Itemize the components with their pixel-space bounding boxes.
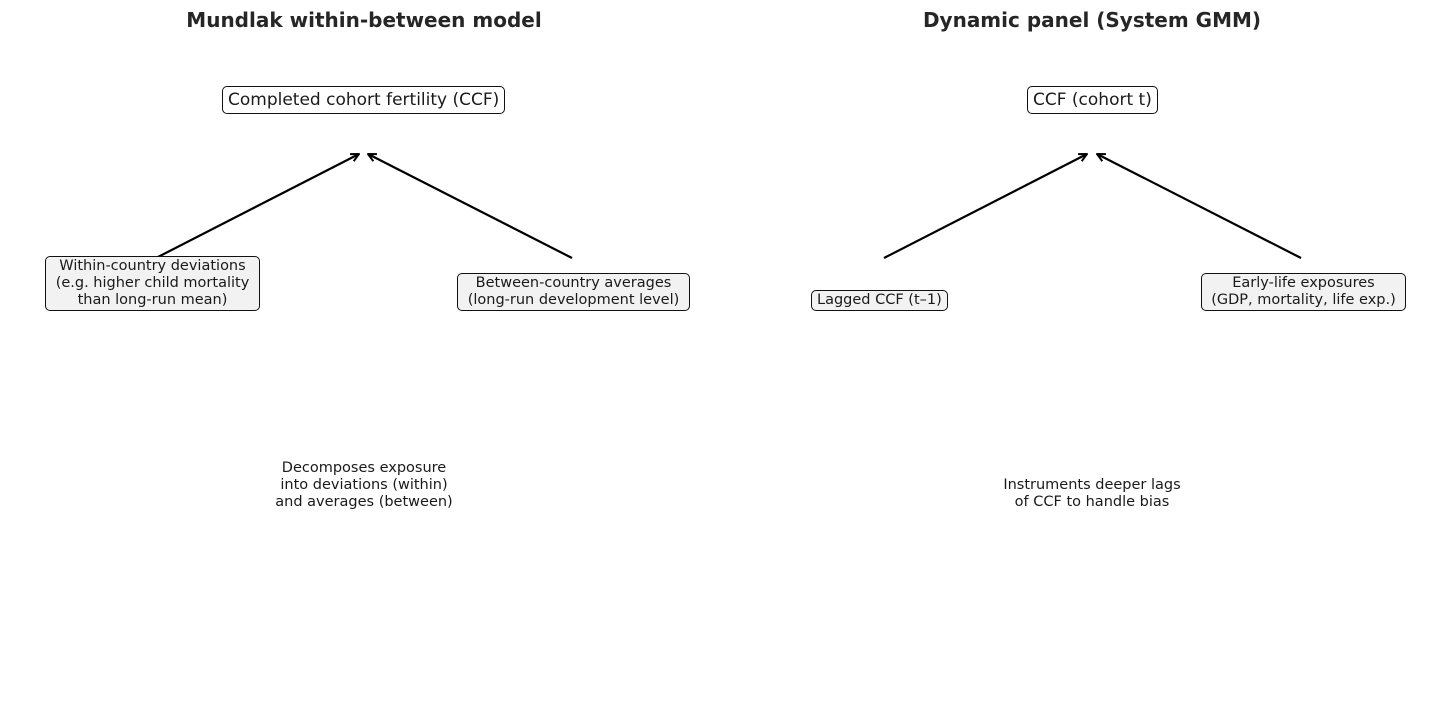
- arrow-exposures-to-ccf: [1097, 154, 1302, 259]
- within-deviations-box: Within-country deviations (e.g. higher c…: [45, 256, 260, 311]
- arrow-between-to-ccf: [368, 154, 573, 259]
- gmm-note: Instruments deeper lags of CCF to handle…: [1003, 477, 1181, 510]
- gmm-outcome-box: CCF (cohort t): [1027, 86, 1158, 114]
- lagged-ccf-box: Lagged CCF (t–1): [811, 290, 948, 311]
- gmm-panel: Dynamic panel (System GMM) CCF (cohort t…: [728, 0, 1456, 721]
- mundlak-title: Mundlak within-between model: [186, 8, 542, 32]
- between-averages-box: Between-country averages (long-run devel…: [457, 273, 690, 311]
- mundlak-note: Decomposes exposure into deviations (wit…: [275, 460, 453, 510]
- mundlak-panel: Mundlak within-between model Completed c…: [45, 0, 690, 510]
- gmm-arrows: [883, 0, 1302, 259]
- early-life-exposures-box: Early-life exposures (GDP, mortality, li…: [1201, 273, 1406, 311]
- arrow-within-to-ccf: [155, 154, 359, 259]
- gmm-title: Dynamic panel (System GMM): [922, 8, 1262, 32]
- mundlak-outcome-box: Completed cohort fertility (CCF): [222, 86, 506, 114]
- mundlak-arrows: [155, 0, 573, 259]
- arrow-lagged-to-ccf: [883, 154, 1087, 259]
